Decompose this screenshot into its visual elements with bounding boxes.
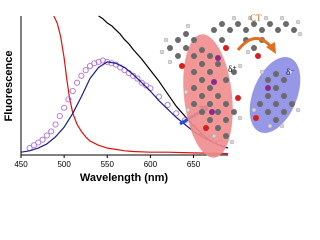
y-axis-label: Fluorescence bbox=[3, 51, 15, 122]
acceptor-region bbox=[249, 57, 301, 133]
x-tick-label: 550 bbox=[101, 160, 115, 169]
data-point bbox=[95, 58, 102, 65]
data-point bbox=[91, 60, 98, 67]
ct-arrow-head bbox=[266, 42, 276, 54]
ct-label: CT bbox=[250, 13, 262, 23]
data-point bbox=[138, 79, 145, 86]
x-tick-label: 450 bbox=[14, 160, 28, 169]
fluorescence-figure: 450 500 550 600 650 Fluorescence Wavelength … bbox=[3, 13, 303, 184]
data-point bbox=[74, 79, 81, 86]
ct-arrow bbox=[236, 37, 274, 51]
data-point bbox=[164, 101, 171, 109]
data-point bbox=[78, 72, 85, 79]
data-point bbox=[56, 113, 63, 120]
molecule-atoms bbox=[167, 21, 297, 139]
x-tick-label: 500 bbox=[57, 160, 71, 169]
data-point bbox=[39, 136, 46, 143]
x-tick-label: 650 bbox=[187, 160, 201, 169]
data-point bbox=[61, 104, 68, 111]
delta-plus-label: δ⁺ bbox=[228, 64, 237, 74]
x-ticks: 450 500 550 600 650 bbox=[14, 155, 201, 169]
data-point bbox=[52, 121, 59, 128]
data-point bbox=[82, 67, 89, 74]
data-point bbox=[86, 62, 94, 70]
data-point bbox=[48, 128, 55, 135]
data-point bbox=[69, 88, 76, 95]
series-line-2 bbox=[53, 15, 229, 155]
molecule-oxygens bbox=[179, 45, 261, 131]
molecule-heteroatoms bbox=[209, 55, 271, 115]
x-tick-label: 600 bbox=[144, 160, 158, 169]
molecule-hydrogens bbox=[159, 15, 303, 145]
data-point bbox=[143, 82, 150, 89]
data-point bbox=[134, 75, 141, 82]
data-point bbox=[65, 96, 72, 103]
data-point bbox=[30, 142, 37, 149]
delta-minus-label: δ⁻ bbox=[286, 67, 295, 77]
x-axis-label: Wavelength (nm) bbox=[80, 172, 169, 184]
data-point bbox=[35, 139, 42, 146]
data-point bbox=[155, 93, 163, 100]
molecule-illustration: CT δ⁺ δ⁻ bbox=[159, 13, 303, 158]
data-point bbox=[99, 57, 106, 64]
data-point bbox=[173, 110, 180, 117]
data-point bbox=[130, 72, 137, 79]
data-point bbox=[43, 132, 50, 139]
donor-region bbox=[183, 34, 233, 158]
